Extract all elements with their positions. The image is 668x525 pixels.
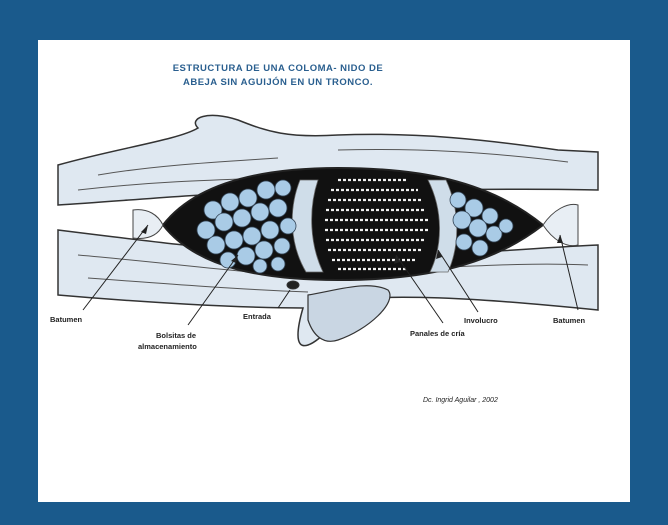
- author-credit: Dc. Ingrid Aguilar , 2002: [423, 397, 498, 404]
- batumen-left-plug: [133, 210, 163, 239]
- label-panales: Panales de cría: [410, 329, 465, 338]
- label-batumen-left: Batumen: [50, 315, 83, 324]
- label-bolsitas-line1: Bolsitas de: [156, 331, 196, 340]
- label-batumen-right: Batumen: [553, 316, 586, 325]
- nest-illustration: Batumen Bolsitas de almacenamiento Entra…: [38, 40, 630, 502]
- entrance-hole: [287, 281, 299, 289]
- diagram-card: ESTRUCTURA DE UNA COLOMA- NIDO DE ABEJA …: [38, 40, 630, 502]
- label-involucro: Involucro: [464, 316, 498, 325]
- label-entrada: Entrada: [243, 312, 272, 321]
- branch: [308, 286, 390, 342]
- label-bolsitas-line2: almacenamiento: [138, 342, 197, 351]
